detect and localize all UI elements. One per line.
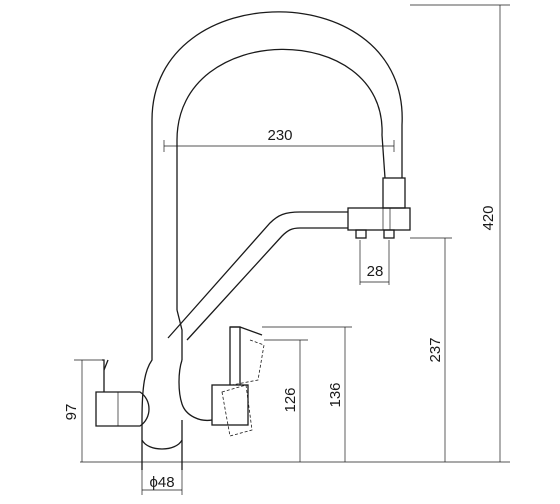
dimension-label-126: 126: [282, 387, 299, 412]
dimension-label-237: 237: [427, 337, 444, 362]
dimension-label-97: 97: [63, 404, 80, 421]
dimension-label-420: 420: [480, 205, 497, 230]
dimension-label-28: 28: [367, 263, 384, 280]
dimension-label-136: 136: [327, 382, 344, 407]
faucet-body: [95, 11, 411, 470]
dimension-label-230: 230: [267, 127, 292, 144]
dimension-label-diameter-48: ϕ48: [149, 474, 174, 491]
dimension-lines: [74, 4, 510, 495]
